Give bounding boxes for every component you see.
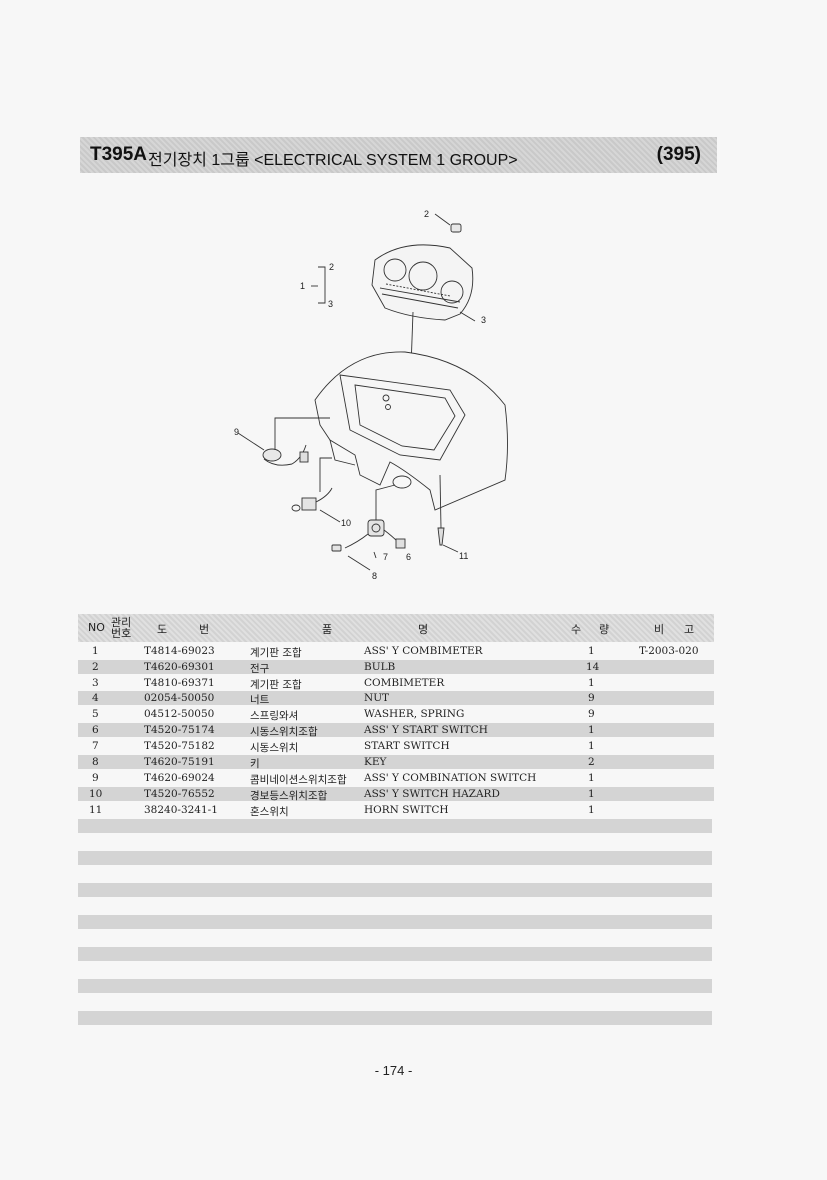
table-row: 2 T4620-69301 전구 BULB 14: [78, 660, 714, 675]
group-name: 전기장치 1그룹 <ELECTRICAL SYSTEM 1 GROUP>: [148, 152, 518, 169]
callout-6: 6: [406, 552, 412, 562]
empty-table-band: [78, 979, 712, 993]
combination-switch-drawing: [237, 417, 330, 466]
hazard-switch-drawing: [291, 457, 341, 523]
group-code: T395A: [90, 144, 148, 165]
header-qty-1: 수: [571, 623, 582, 636]
header-item-2: 명: [418, 623, 429, 636]
callout-2-bracket: 2: [329, 262, 335, 272]
callout-11: 11: [459, 551, 469, 561]
callout-10: 10: [341, 518, 352, 528]
table-row: 3 T4810-69371 계기판 조합 COMBIMETER 1: [92, 677, 595, 691]
header-no: NO: [88, 621, 105, 634]
table-row: 4 02054-50050 너트 NUT 9: [78, 691, 714, 706]
header-item-1: 품: [322, 623, 333, 636]
start-switch-drawing: [331, 484, 406, 552]
page-number: - 174 -: [374, 1063, 413, 1078]
table-row: 9 T4620-69024 콤비네이션스위치조합 ASS' Y COMBINAT…: [92, 772, 595, 786]
parts-table-header: NO 관리 번호 도 번 품 명 수 량 비 고: [78, 614, 714, 642]
empty-table-band: [78, 851, 712, 865]
header-remark-2: 고: [684, 623, 695, 636]
dashboard-cover-drawing: [314, 351, 508, 511]
bulb-drawing: [434, 213, 462, 233]
callout-7: 7: [383, 552, 389, 562]
header-drawing-1: 도: [157, 623, 168, 636]
cluster-bracket: [318, 266, 326, 304]
table-row: 7 T4520-75182 시동스위치 START SWITCH 1: [92, 740, 595, 754]
exploded-parts-diagram: [237, 213, 508, 571]
empty-table-band: [78, 947, 712, 961]
callout-9: 9: [234, 427, 240, 437]
callout-3-meter: 3: [481, 315, 487, 325]
table-row: 6 T4520-75174 시동스위치조합 ASS' Y START SWITC…: [78, 723, 714, 738]
table-row: 10 T4520-76552 경보등스위치조합 ASS' Y SWITCH HA…: [78, 787, 714, 802]
header-mgmt-number: 관리 번호: [111, 616, 132, 640]
callout-1: 1: [300, 281, 306, 291]
combimeter-drawing: [371, 244, 474, 321]
table-row: 11 38240-3241-1 혼스위치 HORN SWITCH 1: [89, 804, 595, 818]
title-bar: T395A 전기장치 1그룹 <ELECTRICAL SYSTEM 1 GROU…: [80, 137, 717, 173]
callout-3-bracket: 3: [328, 299, 334, 309]
page-reference: (395): [656, 144, 701, 165]
empty-table-band: [78, 1011, 712, 1025]
callout-2-bulb: 2: [424, 209, 430, 219]
header-qty-2: 량: [599, 623, 610, 636]
empty-table-band: [78, 915, 712, 929]
table-row: 8 T4620-75191 키 KEY 2: [78, 755, 714, 770]
empty-table-band: [78, 819, 712, 833]
header-remark-1: 비: [654, 623, 665, 636]
horn-switch-drawing: [437, 474, 459, 553]
callout-8: 8: [372, 571, 378, 581]
header-drawing-2: 번: [199, 623, 210, 636]
table-row: 1 T4814-69023 계기판 조합 ASS' Y COMBIMETER 1…: [92, 645, 699, 659]
table-row: 5 04512-50050 스프링와셔 WASHER, SPRING 9: [92, 708, 595, 722]
empty-table-band: [78, 883, 712, 897]
